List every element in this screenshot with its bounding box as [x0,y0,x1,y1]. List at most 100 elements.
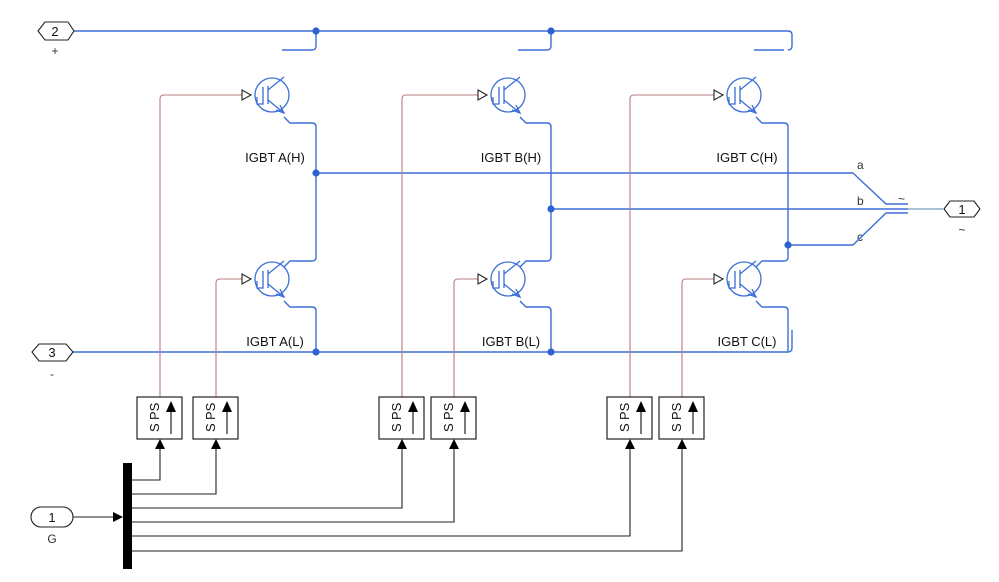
igbt-gate-port-icon[interactable] [713,89,725,101]
port-plus-label: + [51,44,58,58]
converter-box[interactable] [192,396,239,440]
converter-input-arrow-icon [397,439,407,449]
port-minus-label: - [50,367,54,381]
converter-input-arrow-icon [677,439,687,449]
igbt-circle-icon [726,261,762,297]
igbt-gate-icon [492,87,500,105]
converter-label-s: S [389,423,404,432]
igbt-b-high[interactable]: IGBT B(H) [477,76,541,165]
igbt-circle-icon [490,261,526,297]
igbt-emitter-arrow-icon [511,104,522,115]
converter-label-ps: PS [617,402,632,420]
igbt-gate-icon [728,87,736,105]
converter-label-s: S [669,423,684,432]
converter-box[interactable] [136,396,183,440]
leg-c-low-emitter-wire [755,300,789,352]
converter-box[interactable] [378,396,425,440]
ps-gate-wire-a-low [215,278,242,397]
converter-label-ps: PS [389,402,404,420]
converter-box[interactable] [606,396,653,440]
port-gate[interactable]: 1 G [30,506,74,546]
s-ps-converter-2[interactable]: S PS [192,396,239,449]
igbt-emitter-arrow-icon [511,288,522,299]
igbt-collector-icon [267,76,285,91]
igbt-circle-icon [254,261,290,297]
converter-label-ps: PS [203,402,218,420]
igbt-a-low[interactable]: IGBT A(L) [241,260,304,349]
converter-input-arrow-icon [449,439,459,449]
converter-label-ps: PS [669,402,684,420]
leg-b-low-emitter-wire [519,300,552,352]
phase-label-c: c [857,230,863,244]
s-ps-converter-4[interactable]: S PS [430,396,477,449]
ps-gate-wire-a-high [159,94,242,397]
s-ps-converter-5[interactable]: SPS [606,396,653,449]
junction-plus-a [312,27,320,35]
converter-arrow-head-icon [688,401,698,412]
phase-label-b: b [857,194,864,208]
igbt-collector-icon [739,260,757,275]
igbt-label: IGBT A(L) [246,334,304,349]
junction-phase-a [312,169,320,177]
igbt-c-low[interactable]: IGBT C(L) [713,260,777,349]
port-ac-label: ~ [958,223,965,237]
igbt-a-high[interactable]: IGBT A(H) [241,76,305,165]
converter-box[interactable] [658,396,705,440]
port-minus-shape[interactable] [31,343,74,362]
igbt-gate-icon [256,87,264,105]
leg-b-high-collector-wire [518,31,552,51]
demux-bar[interactable] [123,463,132,569]
igbt-gate-port-icon[interactable] [241,89,253,101]
converter-arrow-head-icon [222,401,232,412]
converter-label-s: S [203,423,218,432]
ps-wires [159,94,714,397]
port-minus[interactable]: 3 - [31,343,74,381]
demux-signal-wire-3 [132,449,403,509]
converter-label-s: S [147,423,162,432]
converter-arrow-head-icon [408,401,418,412]
converter-arrow-head-icon [166,401,176,412]
demux-signal-wire-4 [132,449,455,523]
igbt-b-low[interactable]: IGBT B(L) [477,260,540,349]
igbt-emitter-arrow-icon [275,288,286,299]
junction-phase-b [547,205,555,213]
igbt-c-high[interactable]: IGBT C(H) [713,76,778,165]
s-ps-converter-6[interactable]: S PS [658,396,705,449]
igbt-label: IGBT C(L) [718,334,777,349]
port-gate-number: 1 [48,510,55,525]
gate-input-arrow [113,512,123,522]
igbt-emitter-icon [503,99,521,114]
igbt-circle-icon [490,77,526,113]
leg-b-midpoint-wire [519,116,552,268]
converter-input-arrow-icon [211,439,221,449]
igbt-gate-port-icon[interactable] [477,273,489,285]
converter-box[interactable] [430,396,477,440]
port-ac[interactable]: 1 ~ [943,200,981,237]
igbt-collector-icon [503,76,521,91]
igbt-gate-port-icon[interactable] [477,89,489,101]
port-plus-shape[interactable] [37,21,75,41]
port-gate-label: G [47,532,56,546]
s-ps-converter-3[interactable]: S PS [378,396,425,449]
connector-symbol: ~ [898,192,905,206]
dc-minus-rail [73,330,793,353]
converter-arrow-head-icon [636,401,646,412]
junction-plus-b [547,27,555,35]
converter-label-s: S [441,423,456,432]
port-plus[interactable]: 2 + [37,21,75,58]
port-ac-shape[interactable] [943,200,981,218]
s-ps-converter-1[interactable]: SPS [136,396,183,449]
phase-connector[interactable]: a b c ~ [852,158,944,246]
port-ac-number: 1 [958,202,965,217]
demux-signal-wire-6 [132,449,683,552]
igbt-emitter-icon [267,99,285,114]
demux-signal-wire-2 [132,449,217,495]
igbt-collector-icon [739,76,757,91]
igbt-gate-port-icon[interactable] [241,273,253,285]
igbt-emitter-icon [739,283,757,298]
converter-label-ps: PS [441,402,456,420]
igbt-gate-port-icon[interactable] [713,273,725,285]
igbt-label: IGBT B(L) [482,334,540,349]
igbt-circle-icon [254,77,290,113]
igbt-gate-icon [256,271,264,289]
